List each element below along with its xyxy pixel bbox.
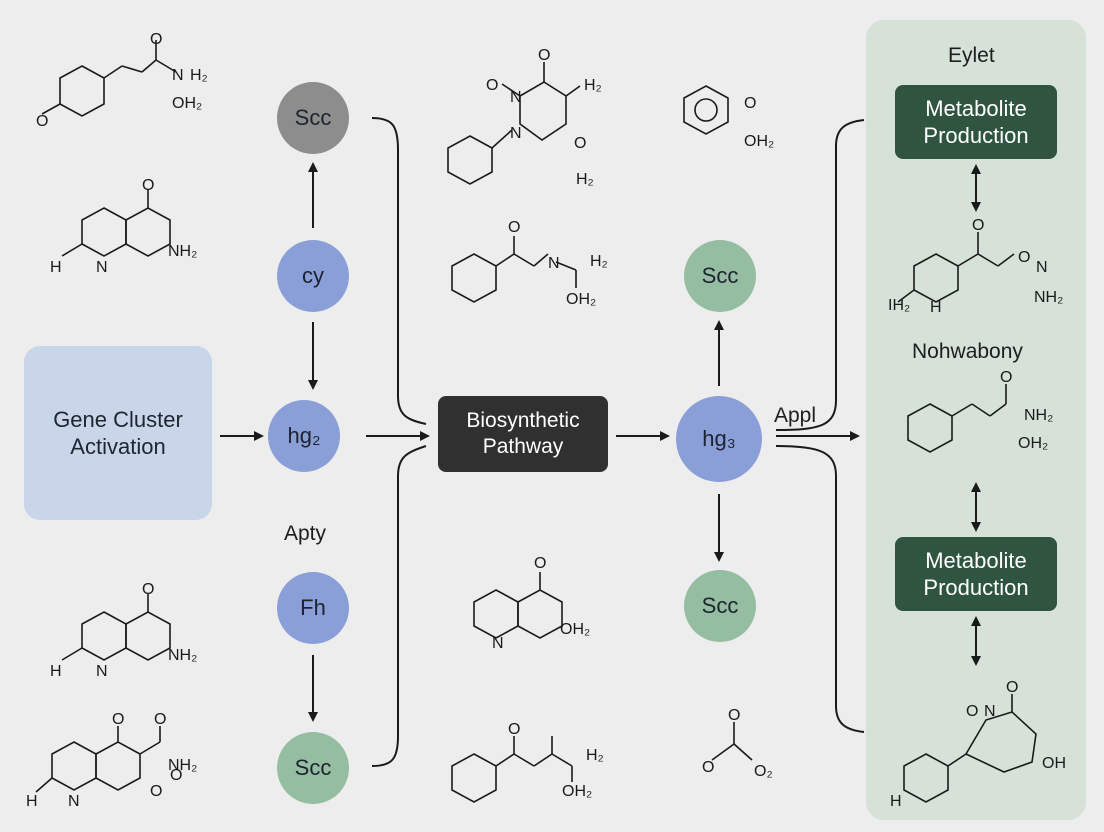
bracket-top [371, 117, 427, 425]
atom-label-s4-4: N [68, 793, 80, 810]
atom-label-s2-2: N [96, 259, 108, 276]
atom-label-s1-1: O [150, 31, 162, 48]
bracket-bottom [371, 445, 427, 767]
node-fh: Fh [277, 572, 349, 644]
structure-s9 [683, 85, 729, 135]
atom-label-s4-3: H [26, 793, 38, 810]
biosynthetic-pathway-box: Biosynthetic Pathway [438, 396, 608, 472]
atom-label-s11-4: IH₂ [888, 297, 910, 314]
gene-cluster-box: Gene Cluster Activation [24, 346, 212, 520]
atom-label-s11-0: O [972, 217, 984, 234]
atom-label-s13-0: O [1006, 679, 1018, 696]
atom-label-s13-1: O [966, 703, 978, 720]
node-scc-right-bottom: Scc [684, 570, 756, 642]
gene-cluster-label: Gene Cluster Activation [53, 406, 183, 460]
bracket-right-top [775, 119, 865, 431]
atom-label-s4-6: O [170, 767, 182, 784]
atom-label-s13-3: OH [1042, 755, 1066, 772]
atom-label-s8-2: OH₂ [562, 783, 592, 800]
atom-label-s7-1: N [492, 635, 504, 652]
label-nohwabony: Nohwabony [912, 340, 1023, 363]
atom-label-s5-0: O [538, 47, 550, 64]
structure-s2 [61, 190, 171, 257]
atom-label-s3-0: O [142, 581, 154, 598]
atom-label-s8-0: O [508, 721, 520, 738]
node-hg2: hg₂ [268, 400, 340, 472]
structure-s10 [711, 722, 753, 761]
structure-s7 [473, 572, 563, 639]
structure-s12 [907, 384, 1007, 453]
atom-label-s5-2: N [510, 89, 522, 106]
atom-label-s5-1: O [486, 77, 498, 94]
atom-label-s9-1: OH₂ [744, 133, 774, 150]
atom-label-s2-3: NH₂ [168, 243, 197, 260]
atom-label-s6-3: OH₂ [566, 291, 596, 308]
atom-label-s5-6: H₂ [576, 171, 594, 188]
label-apty: Apty [284, 522, 327, 545]
atom-label-s1-0: O [36, 113, 48, 130]
structure-s13 [903, 694, 1037, 803]
atom-label-s11-2: N [1036, 259, 1048, 276]
atom-label-s2-1: H [50, 259, 62, 276]
atom-label-s4-5: O [150, 783, 162, 800]
bracket-right-bottom [775, 445, 865, 733]
atom-label-s7-0: O [534, 555, 546, 572]
atom-label-s12-0: O [1000, 369, 1012, 386]
atom-label-s6-1: N [548, 255, 560, 272]
atom-label-s3-3: NH₂ [168, 647, 197, 664]
atom-label-s4-1: O [154, 711, 166, 728]
atom-label-s5-3: N [510, 125, 522, 142]
atom-label-s12-1: NH₂ [1024, 407, 1053, 424]
biosynthetic-pathway-label: Biosynthetic Pathway [466, 408, 580, 458]
atom-label-s6-2: H₂ [590, 253, 608, 270]
node-scc-bottom: Scc [277, 732, 349, 804]
node-scc-right-top: Scc [684, 240, 756, 312]
atom-label-s6-0: O [508, 219, 520, 236]
label-appl: Appl [774, 404, 817, 427]
structure-s6 [451, 236, 577, 303]
atom-label-s5-4: H₂ [584, 77, 602, 94]
node-hg3: hg₃ [676, 396, 762, 482]
atom-label-s4-2: NH₂ [168, 757, 197, 774]
atom-label-s11-1: O [1018, 249, 1030, 266]
atom-label-s11-3: NH₂ [1034, 289, 1063, 306]
metabolite-production-label-2: Metabolite Production [923, 547, 1029, 601]
structure-s11 [897, 232, 1015, 303]
metabolite-production-label-1: Metabolite Production [923, 95, 1029, 149]
structure-s1 [41, 40, 177, 117]
label-eylet: Eylet [948, 44, 995, 67]
atom-label-s12-2: OH₂ [1018, 435, 1048, 452]
atom-label-s13-2: N [984, 703, 996, 720]
metabolite-production-box-1: Metabolite Production [895, 85, 1057, 159]
atom-label-s13-4: H [890, 793, 902, 810]
structure-s3 [61, 594, 171, 661]
atom-label-s8-1: H₂ [586, 747, 604, 764]
atom-label-s9-0: O [744, 95, 756, 112]
atom-label-s3-2: N [96, 663, 108, 680]
atom-label-s2-0: O [142, 177, 154, 194]
structure-s4 [35, 726, 161, 793]
node-cy: cy [277, 240, 349, 312]
atom-label-s5-5: O [574, 135, 586, 152]
atom-label-s4-0: O [112, 711, 124, 728]
node-scc-top: Scc [277, 82, 349, 154]
atom-label-s7-2: OH₂ [560, 621, 590, 638]
atom-label-s1-2: N [172, 67, 184, 84]
atom-label-s10-1: O [702, 759, 714, 776]
atom-label-s1-3: H₂ [190, 67, 208, 84]
atom-label-s11-5: H [930, 299, 942, 316]
atom-label-s3-1: H [50, 663, 62, 680]
atom-label-s10-0: O [728, 707, 740, 724]
structure-s5 [447, 62, 581, 185]
structure-s8 [451, 736, 573, 803]
atom-label-s1-4: OH₂ [172, 95, 202, 112]
atom-label-s10-2: O₂ [754, 763, 773, 780]
metabolite-production-box-2: Metabolite Production [895, 537, 1057, 611]
